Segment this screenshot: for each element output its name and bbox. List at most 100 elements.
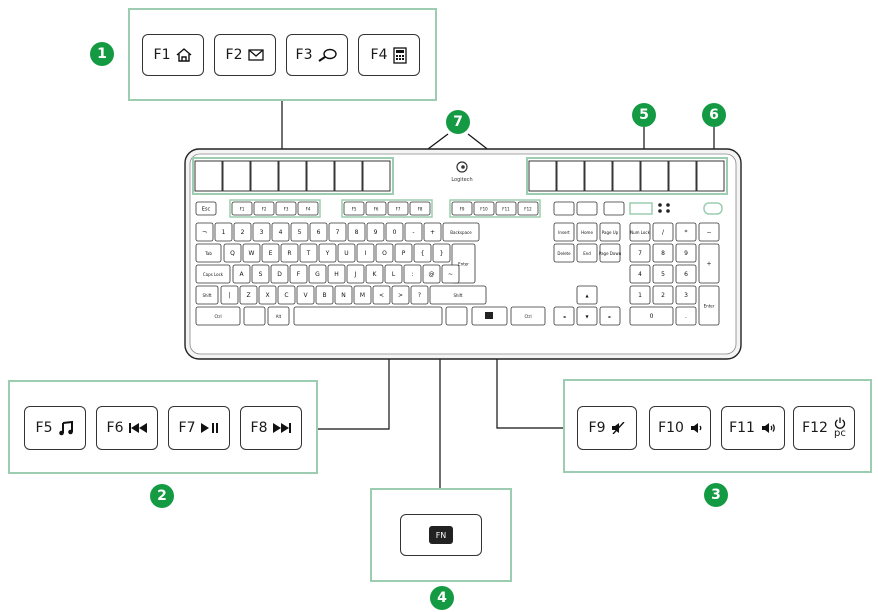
key-row2-2[interactable]: E [261,243,280,263]
fkey-f11[interactable]: F11 [495,201,517,216]
key-row1-10[interactable]: 0 [385,222,404,242]
key-row2-3[interactable]: R [280,243,299,263]
key-row4-10[interactable]: ? [410,285,429,305]
fkey-f1[interactable]: F1 [231,201,253,216]
numpad-r1-1[interactable]: 8 [652,243,674,263]
tab-key[interactable]: Tab [195,243,222,263]
f1-key[interactable]: F1 [142,34,204,76]
key-row3-0[interactable]: A [232,264,251,284]
f5-key[interactable]: F5 [24,406,86,450]
key-row4-0[interactable]: | [220,285,239,305]
key-row3-1[interactable]: S [251,264,270,284]
f7-key[interactable]: F7 [168,406,230,450]
fkey-f7[interactable]: F7 [387,201,409,216]
f2-key[interactable]: F2 [214,34,276,76]
f8-key[interactable]: F8 [240,406,302,450]
fkey-f9[interactable]: F9 [451,201,473,216]
fkey-f10[interactable]: F10 [473,201,495,216]
key-row1-1[interactable]: 1 [214,222,233,242]
scroll-lock-key[interactable] [576,201,598,216]
ctrl-right-key[interactable]: Ctrl [510,306,546,326]
ctrl-left-key[interactable]: Ctrl [195,306,241,326]
key-row1-8[interactable]: 8 [347,222,366,242]
num-lock-key[interactable]: Num Lock [629,222,651,242]
key-row3-6[interactable]: J [346,264,365,284]
delete-key[interactable]: Delete [553,243,575,263]
key-row1-6[interactable]: 6 [309,222,328,242]
insert-key[interactable]: Insert [553,222,575,242]
page-up-key[interactable]: Page Up [599,222,621,242]
key-row1-3[interactable]: 3 [252,222,271,242]
key-row1-9[interactable]: 9 [366,222,385,242]
key-row3-8[interactable]: L [384,264,403,284]
fkey-f8[interactable]: F8 [409,201,431,216]
key-row2-5[interactable]: Y [318,243,337,263]
backspace-key[interactable]: Backspace [442,222,480,242]
fkey-f12[interactable]: F12 [517,201,539,216]
key-row2-4[interactable]: T [299,243,318,263]
numpad-0-key[interactable]: 0 [629,306,674,326]
fkey-f6[interactable]: F6 [365,201,387,216]
caps-lock-key[interactable]: Caps Lock [195,264,231,284]
esc-key[interactable]: Esc [195,201,217,216]
end-key[interactable]: End [576,243,598,263]
key-row4-7[interactable]: M [353,285,372,305]
numpad-top-0[interactable]: / [652,222,674,242]
key-row3-9[interactable]: : [403,264,422,284]
f11-key[interactable]: F11 [721,406,785,450]
key-row1-2[interactable]: 2 [233,222,252,242]
fkey-f5[interactable]: F5 [343,201,365,216]
alt-gr-key[interactable] [445,306,468,326]
arrow-up-key[interactable]: ▲ [576,285,598,305]
key-row3-10[interactable]: @ [422,264,441,284]
key-row1-0[interactable]: ¬ [195,222,214,242]
numpad-r1-2[interactable]: 9 [675,243,697,263]
home-key[interactable]: Home [576,222,598,242]
key-row4-8[interactable]: < [372,285,391,305]
key-row4-9[interactable]: > [391,285,410,305]
key-row4-6[interactable]: N [334,285,353,305]
key-row4-2[interactable]: X [258,285,277,305]
key-row4-4[interactable]: V [296,285,315,305]
key-row2-0[interactable]: Q [223,243,242,263]
numpad-top-1[interactable]: * [675,222,697,242]
numpad-r2-1[interactable]: 5 [652,264,674,284]
f3-key[interactable]: F3 [286,34,348,76]
key-row2-1[interactable]: W [242,243,261,263]
numpad-r2-0[interactable]: 4 [629,264,651,284]
key-row1-12[interactable]: + [423,222,442,242]
key-row2-11[interactable]: } [432,243,451,263]
key-row3-5[interactable]: H [327,264,346,284]
numpad-r3-1[interactable]: 2 [652,285,674,305]
fn-key[interactable]: FN [400,514,482,556]
f4-key[interactable]: F4 [358,34,420,76]
arrow-right-key[interactable]: ► [599,306,621,326]
key-row2-9[interactable]: P [394,243,413,263]
numpad-r2-2[interactable]: 6 [675,264,697,284]
numpad-r1-0[interactable]: 7 [629,243,651,263]
key-row3-2[interactable]: D [270,264,289,284]
key-row2-7[interactable]: I [356,243,375,263]
fkey-f2[interactable]: F2 [253,201,275,216]
arrow-left-key[interactable]: ◄ [553,306,575,326]
menu-key[interactable] [603,201,625,216]
page-down-key[interactable]: Page Down [599,243,622,263]
f10-key[interactable]: F10 [649,406,711,450]
spacebar-key[interactable] [293,306,443,326]
fkey-f4[interactable]: F4 [297,201,319,216]
alt-key[interactable]: Alt [267,306,290,326]
key-row4-1[interactable]: Z [239,285,258,305]
key-row2-10[interactable]: { [413,243,432,263]
shift-left-key[interactable]: Shift [195,285,219,305]
arrow-down-key[interactable]: ▼ [576,306,598,326]
key-row4-5[interactable]: B [315,285,334,305]
numpad-plus-key[interactable]: + [698,243,720,284]
key-row1-11[interactable]: - [404,222,423,242]
key-row3-3[interactable]: F [289,264,308,284]
key-row1-7[interactable]: 7 [328,222,347,242]
key-row3-7[interactable]: K [365,264,384,284]
numpad-enter-key[interactable]: Enter [698,285,720,326]
f12-key[interactable]: F12 pc [793,406,855,450]
key-row3-11[interactable]: ~ [441,264,460,284]
shift-right-key[interactable]: Shift [429,285,487,305]
